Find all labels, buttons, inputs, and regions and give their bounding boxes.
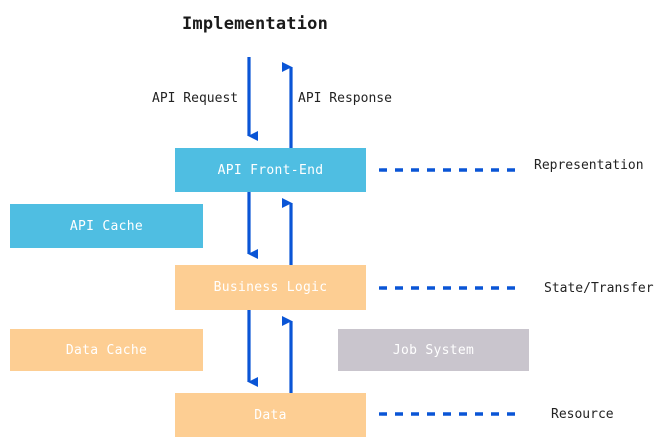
arrow-label-api-response: API Response <box>298 91 392 106</box>
node-data-cache[interactable]: Data Cache <box>10 329 203 371</box>
node-business-logic[interactable]: Business Logic <box>175 265 366 310</box>
tier-label-resource: Resource <box>551 407 614 422</box>
tier-label-state-transfer: State/Transfer <box>544 281 654 296</box>
tier-label-representation: Representation <box>534 158 644 173</box>
node-job-system[interactable]: Job System <box>338 329 529 371</box>
node-data[interactable]: Data <box>175 393 366 437</box>
page-title: Implementation <box>181 14 329 34</box>
arrow-label-api-request: API Request <box>152 91 239 106</box>
node-api-cache[interactable]: API Cache <box>10 204 203 248</box>
node-api-front-end[interactable]: API Front-End <box>175 148 366 192</box>
